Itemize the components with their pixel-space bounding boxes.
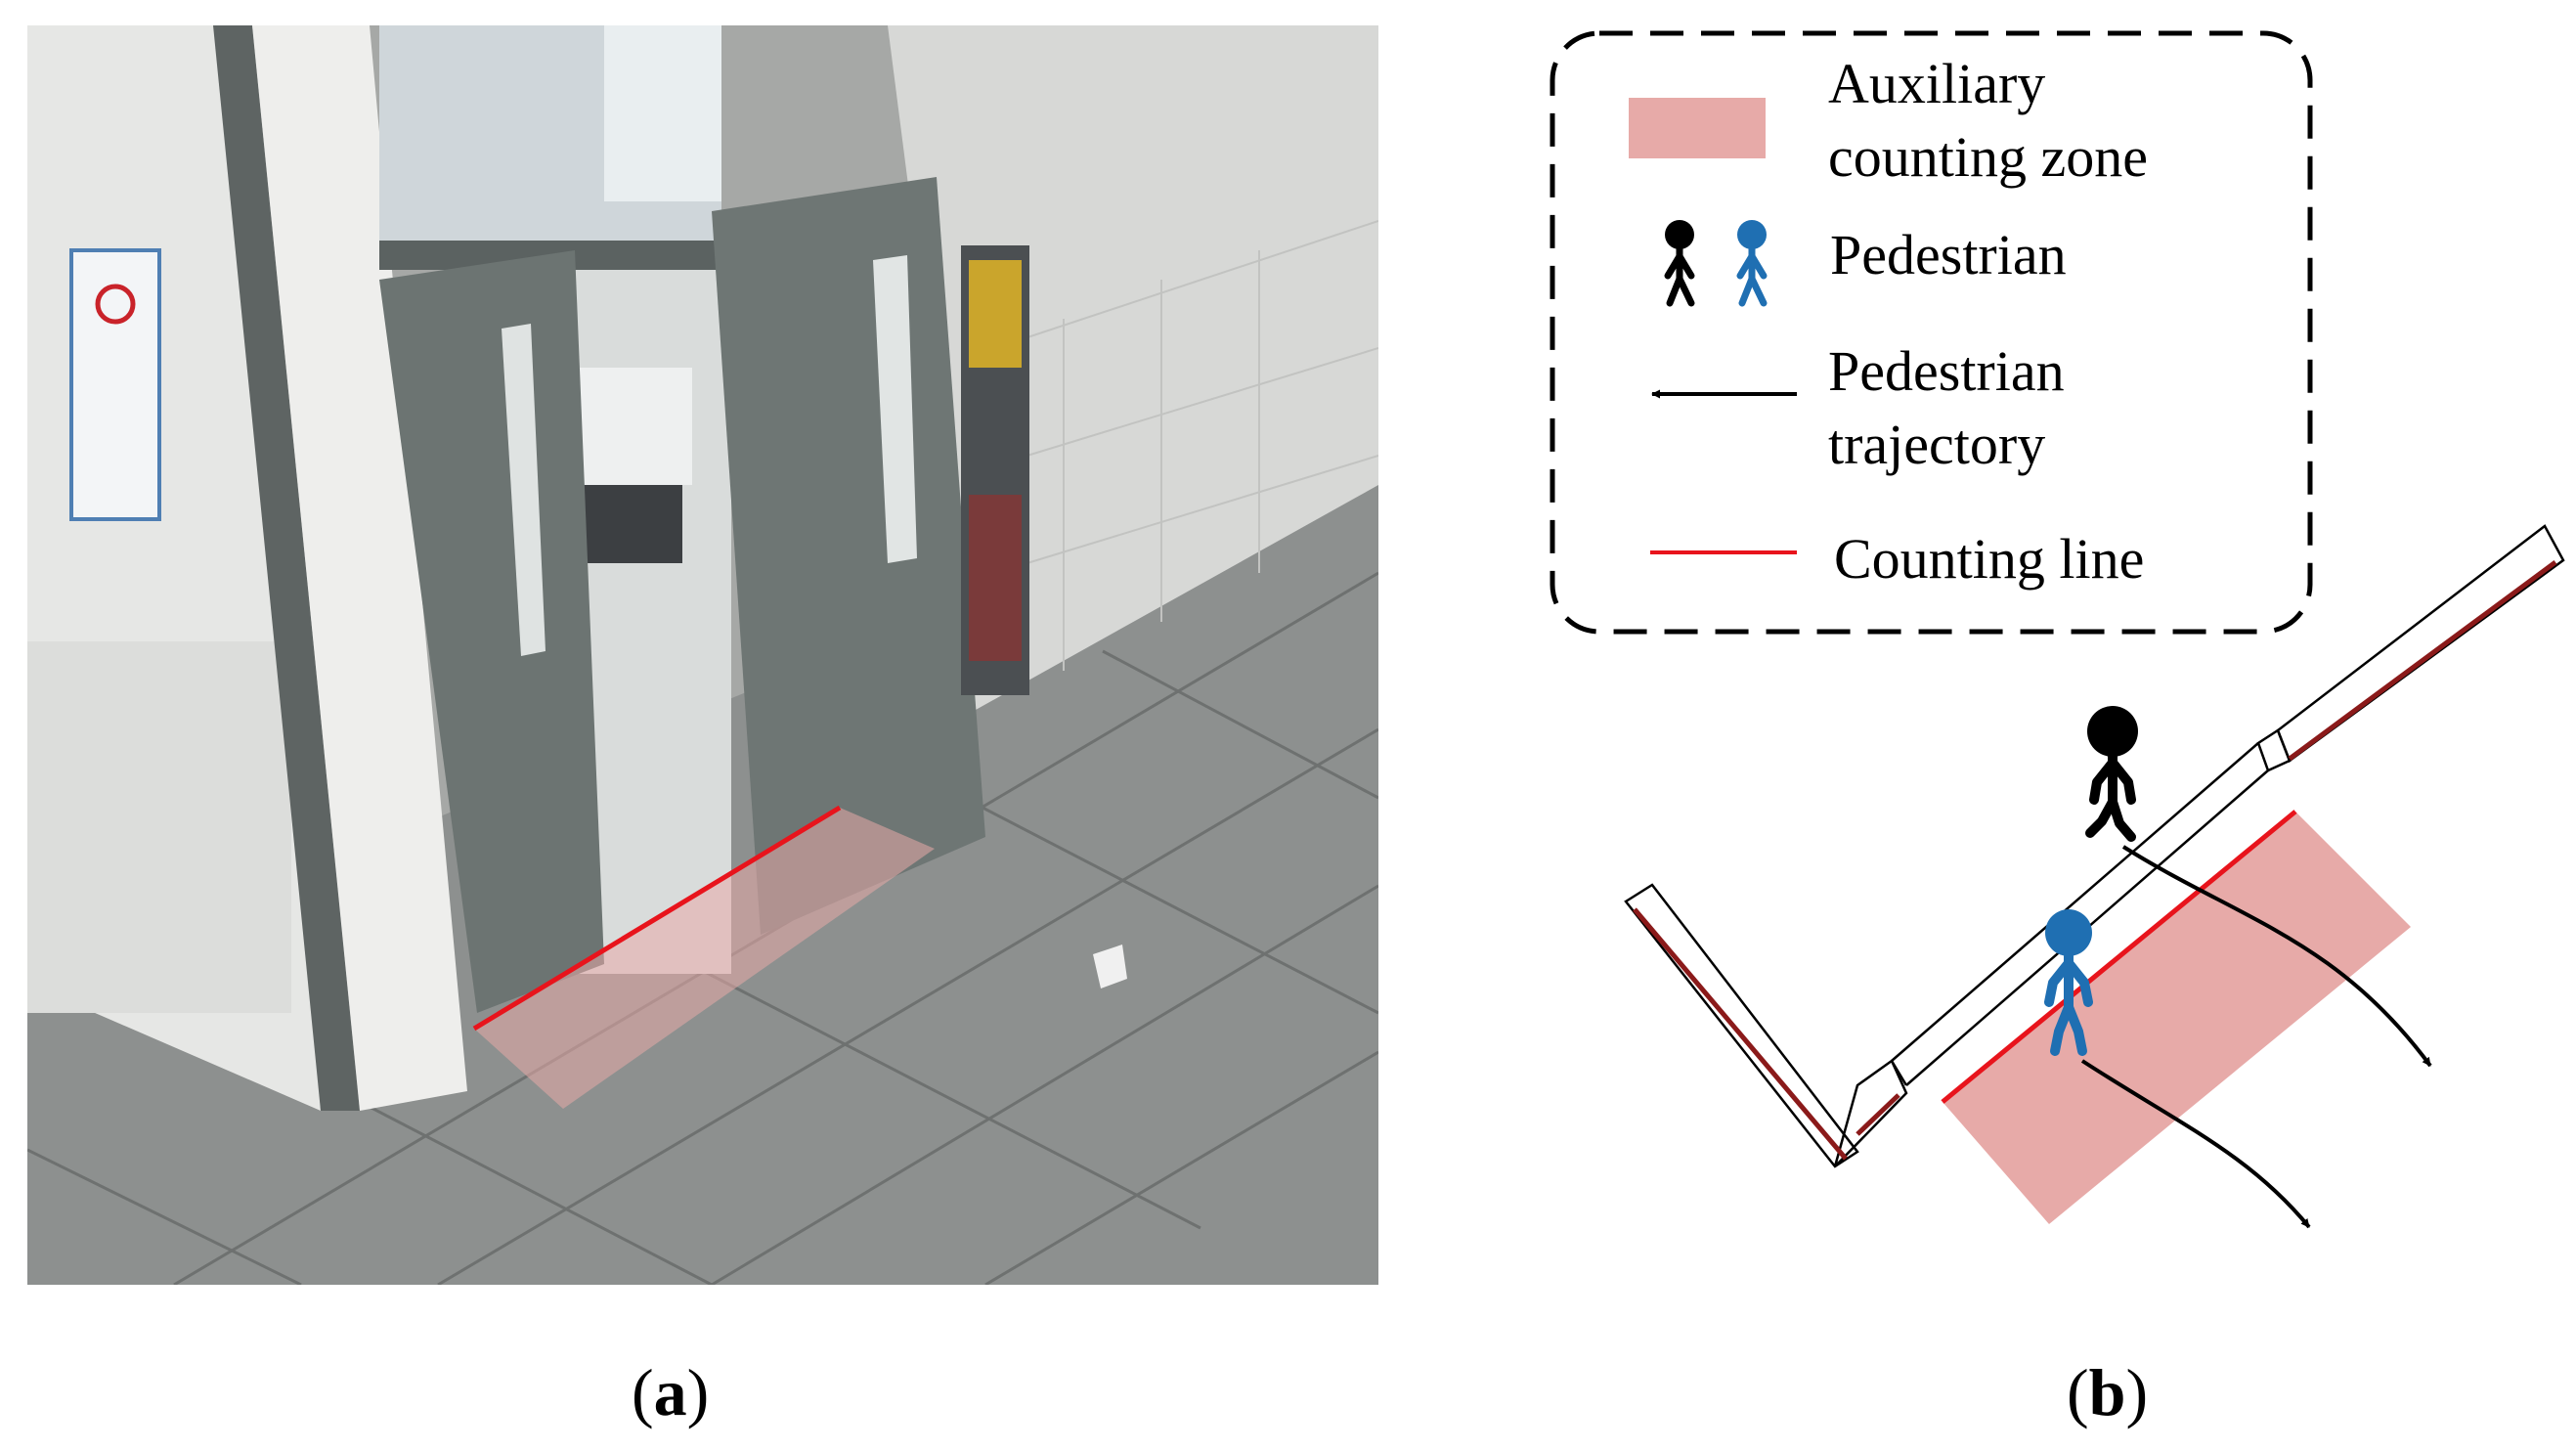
trajectory-black	[2121, 845, 2432, 1068]
legend-zone-label: Auxiliary counting zone	[1828, 47, 2148, 195]
wall-tiles	[994, 220, 1378, 671]
legend-pedestrian-label: Pedestrian	[1830, 223, 2067, 286]
caption-a-letter: a	[653, 1355, 687, 1429]
wall-inner-lines	[1633, 559, 2557, 1161]
right-door	[712, 177, 985, 935]
counting-line	[1941, 810, 2297, 1104]
right-door-window	[873, 255, 917, 563]
trajectory-blue	[2080, 1059, 2311, 1229]
doorway-photo	[27, 25, 1378, 1285]
left-door-window	[502, 324, 546, 656]
caption-b-open: (	[2067, 1355, 2089, 1429]
counting-line-photo	[472, 805, 842, 1032]
pedestrian-black	[2085, 706, 2138, 842]
no-smoking-icon	[95, 284, 136, 325]
caption-a-open: (	[632, 1355, 654, 1429]
legend-zone-label-line2: counting zone	[1828, 125, 2148, 190]
floor-tiles	[27, 571, 1378, 1285]
wall-sign	[69, 248, 161, 521]
left-door	[379, 250, 604, 1013]
legend-zone-label-line1: Auxiliary	[1828, 52, 2046, 115]
floor-paper	[1093, 945, 1127, 989]
caption-b-letter: b	[2088, 1355, 2126, 1429]
pedestrian-blue	[2044, 909, 2093, 1056]
legend-pedestrian-blue-icon	[1736, 220, 1768, 307]
legend-counting-line-label: Counting line	[1834, 527, 2145, 591]
caption-a: (a)	[632, 1359, 709, 1426]
legend-zone-swatch	[1629, 98, 1766, 158]
counting-zone	[1943, 812, 2411, 1224]
legend-trajectory-label-line1: Pedestrian	[1828, 339, 2065, 403]
legend-pedestrian-black-icon	[1664, 220, 1695, 307]
legend-trajectory-label-line2: trajectory	[1828, 413, 2046, 477]
legend-trajectory-label: Pedestrian trajectory	[1828, 334, 2065, 482]
caption-a-close: )	[686, 1355, 710, 1429]
door-frame	[213, 25, 360, 1111]
pillar	[252, 25, 467, 1111]
caption-b-close: )	[2125, 1355, 2149, 1429]
counting-zone-overlay	[474, 808, 935, 1109]
left-wall-tiles	[27, 641, 291, 1013]
legend-box	[1550, 30, 2313, 635]
caption-b: (b)	[2067, 1359, 2148, 1426]
